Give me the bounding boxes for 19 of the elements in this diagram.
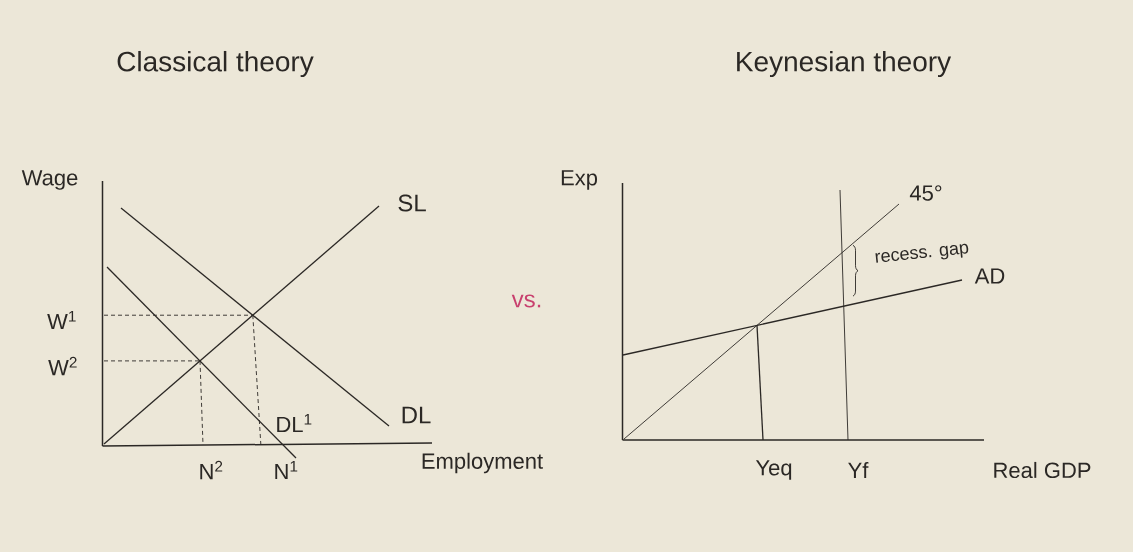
tick-label: W$^{1}$: [47, 310, 76, 330]
vs-label: vs.: [511, 294, 541, 308]
axis-label: Employment: [422, 452, 543, 474]
curve-label: SL: [398, 194, 426, 212]
tick-label: Yf: [848, 462, 869, 478]
curve-label: 45°: [909, 185, 942, 201]
curve-label: AD: [974, 268, 1005, 284]
tick-label: N$^{1}$: [275, 460, 298, 480]
curve-label: DL$^{1}$: [277, 413, 312, 433]
axis-label: Exp: [561, 170, 598, 190]
curve-label: DL: [402, 406, 431, 424]
annotation-text: recess. gap: [875, 243, 969, 263]
tick-label: Yeq: [755, 460, 792, 480]
axis-label: Real GDP: [994, 461, 1091, 479]
tick-label: N$^{2}$: [200, 460, 223, 480]
chart-heading: Keynesian theory: [737, 50, 952, 78]
chart-heading: Classical theory: [117, 50, 314, 78]
tick-label: W$^{2}$: [48, 356, 77, 376]
axis-label: Wage: [21, 170, 78, 190]
